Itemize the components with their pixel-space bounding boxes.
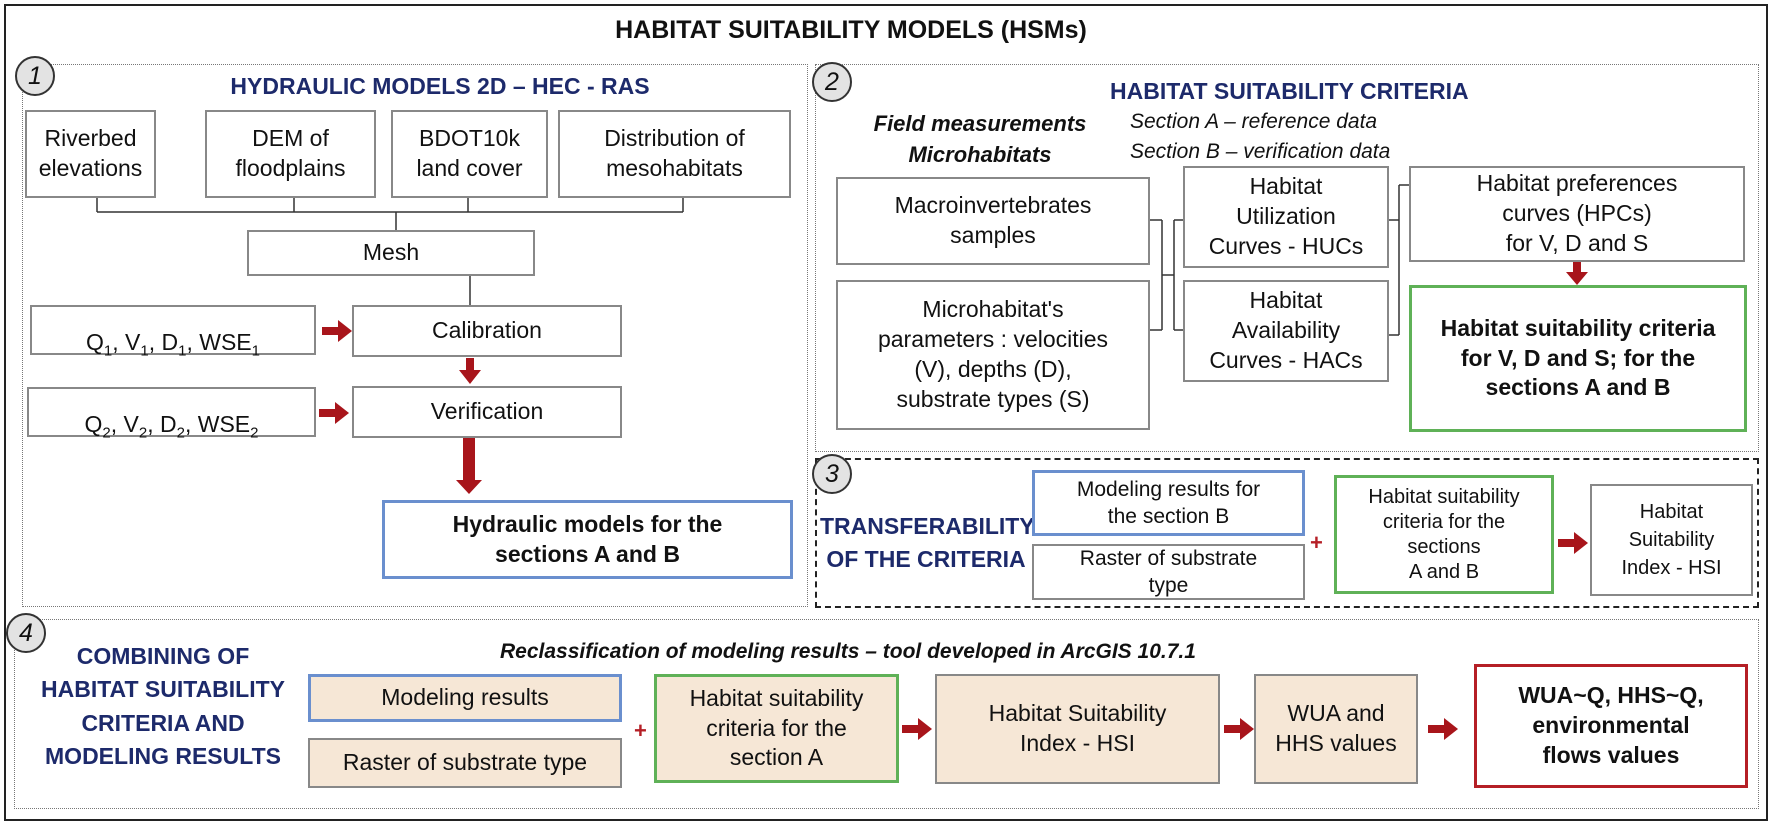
criteria-sections-ab: Habitat suitability criteria for the sec… [1334, 475, 1554, 594]
down-arrow-icon [456, 438, 482, 494]
raster-substrate-type-4: Raster of substrate type [308, 738, 622, 788]
input-distribution-mesohabitats: Distribution of mesohabitats [558, 110, 791, 198]
down-arrow-icon [1566, 262, 1588, 285]
right-arrow-icon [902, 718, 932, 740]
macroinvertebrates-box: Macroinvertebrates samples [836, 177, 1150, 265]
modeling-results-section-b: Modeling results for the section B [1032, 470, 1305, 536]
criteria-section-a: Habitat suitability criteria for the sec… [654, 674, 899, 783]
panel-number-3: 3 [812, 454, 852, 494]
section-b-note: Section B – verification data [1130, 140, 1391, 163]
plus-sign-3: + [1310, 530, 1323, 555]
habitat-criteria-output: Habitat suitability criteria for V, D an… [1409, 285, 1747, 432]
panel-number-4: 4 [6, 613, 46, 653]
hydraulic-models-output: Hydraulic models for the sections A and … [382, 500, 793, 579]
hac-box: Habitat Availability Curves - HACs [1183, 280, 1389, 382]
panel-hydraulic-models [22, 64, 808, 607]
verification-box: Verification [352, 386, 622, 438]
panel3-title: TRANSFERABILITY OF THE CRITERIA [820, 513, 1035, 573]
input-dem-floodplains: DEM of floodplains [205, 110, 376, 198]
hsi-box-4: Habitat Suitability Index - HSI [935, 674, 1220, 784]
q1-label: Q1, V1, D1, WSE1 [86, 329, 260, 360]
mesh-box: Mesh [247, 230, 535, 276]
panel-habitat-criteria [815, 64, 1759, 452]
panel4-subtitle: Reclassification of modeling results – t… [500, 640, 1196, 663]
down-arrow-icon [459, 358, 481, 384]
right-arrow-icon [319, 402, 349, 424]
final-output-box: WUA~Q, HHS~Q, environmental flows values [1474, 664, 1748, 788]
panel1-title: HYDRAULIC MODELS 2D – HEC - RAS [230, 73, 650, 99]
panel-number-2: 2 [812, 62, 852, 102]
q2-inputs-box: Q2, V2, D2, WSE2 [27, 387, 316, 442]
input-riverbed-elevations: Riverbed elevations [25, 110, 156, 198]
calibration-box: Calibration [352, 305, 622, 357]
right-arrow-icon [1428, 718, 1458, 740]
plus-sign-4: + [634, 718, 647, 743]
right-arrow-icon [1558, 532, 1588, 554]
modeling-results-box: Modeling results [308, 674, 622, 722]
huc-box: Habitat Utilization Curves - HUCs [1183, 166, 1389, 268]
input-bdot10k-land-cover: BDOT10k land cover [391, 110, 548, 198]
right-arrow-icon [322, 320, 352, 342]
panel-transferability [815, 458, 1759, 608]
wua-hhs-box: WUA and HHS values [1254, 674, 1418, 784]
hsi-box-3: Habitat Suitability Index - HSI [1590, 484, 1753, 596]
panel4-title: COMBINING OF HABITAT SUITABILITY CRITERI… [40, 643, 286, 770]
section-a-note: Section A – reference data [1130, 110, 1378, 133]
hpc-box: Habitat preferences curves (HPCs) for V,… [1409, 166, 1745, 262]
diagram-frame [4, 4, 1768, 821]
panel-combining [14, 619, 1759, 809]
q1-inputs-box: Q1, V1, D1, WSE1 [30, 305, 316, 360]
raster-substrate-type-3: Raster of substrate type [1032, 544, 1305, 600]
q2-label: Q2, V2, D2, WSE2 [84, 411, 259, 442]
right-arrow-icon [1224, 718, 1254, 740]
panel-number-1: 1 [15, 56, 55, 96]
panel2-title: HABITAT SUITABILITY CRITERIA [1110, 78, 1469, 104]
diagram-title: HABITAT SUITABILITY MODELS (HSMs) [615, 16, 1087, 44]
microhabitat-parameters-box: Microhabitat's parameters : velocities (… [836, 280, 1150, 430]
field-measurements-label: Field measurements Microhabitats [873, 111, 1087, 167]
